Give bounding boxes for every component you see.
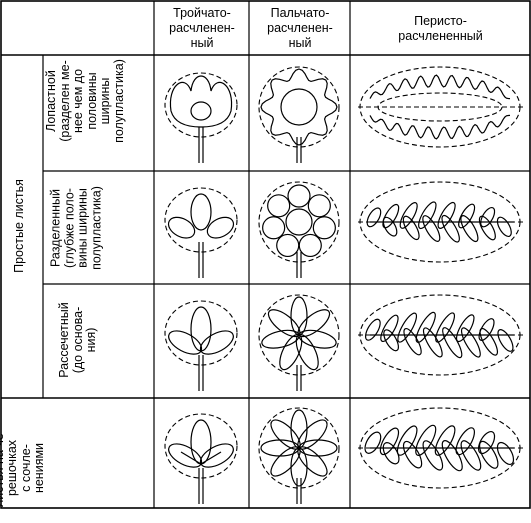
palmate-lobe-parted-3 [298,233,322,258]
palmate-leaflet-dissected-2 [298,329,337,349]
table-grid [0,0,531,509]
row-label-lobed: Лопастной (разделен ме- нее чем до полов… [44,59,126,143]
palmate-leaflet-dissected-6 [267,309,301,338]
palmate-center-parted [285,208,313,236]
column-header-palmate: Пальчато- расчленен- ный [267,6,333,50]
palmate-outline-parted [258,181,340,263]
pinnate-leaflet-parted-4-top [437,201,456,229]
pinnate-leaflet-compound-5-top [455,427,476,456]
pinnate-leaflet-compound-4-bottom [460,440,482,471]
pinnate-leaflet-parted-6-top [480,206,496,228]
pinnate-leaflet-parted-1-bottom [402,215,420,241]
ternate-outline-dissected [164,300,238,366]
pinnate-leaflet-parted-4-bottom [460,215,479,243]
palmate-outline-lobed [258,66,340,148]
pinnate-edge-lobed-top [369,74,511,100]
palmate-lobe-parted-4 [276,233,300,258]
palmate-blade-lobed [260,68,338,146]
pinnate-edge-lobed-bottom [369,114,511,140]
pinnate-leaflet-dissected-4-bottom [460,327,481,358]
leaf-division-diagram: Тройчато- расчленен- ный Пальчато- расчл… [0,0,531,509]
ternate-leaflet-compound-2 [199,443,234,468]
pinnate-leaflet-dissected-1-bottom [403,327,422,356]
ternate-stalk-compound [200,451,222,465]
ternate-leaflet-dissected-2 [199,330,234,355]
palmate-lobe-parted-5 [262,216,286,240]
row-label-parted: Разделенный (глубже поло- вины ширины по… [48,186,104,270]
pinnate-leaflet-compound-2-top [396,425,418,456]
ternate-outline-parted [164,187,238,253]
row-label-dissected: Рассечетный (до основа- ния) [57,302,98,378]
pinnate-leaflet-parted-3-bottom [441,214,460,243]
pinnate-leaflet-parted-5-top [458,203,476,229]
pinnate-leaflet-compound-1-bottom [402,440,423,469]
pinnate-leaflet-dissected-2-top [397,312,418,343]
pinnate-leaflet-dissected-6-bottom [497,329,514,352]
pinnate-leaflet-parted-0-top [366,207,382,228]
row-label-compound: Сложные листья на че- решочках с сочле- … [0,429,46,507]
pinnate-leaflet-compound-2-bottom [422,440,444,471]
pinnate-leaflet-compound-6-bottom [496,441,515,465]
pinnate-leaflet-parted-2-bottom [422,215,441,242]
ternate-leaflet-dissected-1 [168,330,203,355]
ternate-outline-compound [164,413,238,479]
pinnate-leaflet-dissected-3-top [415,311,436,343]
ternate-blade-lobed [169,75,233,128]
pinnate-leaflet-parted-1-top [382,203,400,229]
pinnate-leaflet-compound-0-bottom [382,442,400,465]
pinnate-leaflet-dissected-5-top [455,314,475,343]
pinnate-leaflet-parted-3-top [418,201,437,230]
palmate-leaflet-compound-7 [270,419,301,450]
pinnate-leaflet-compound-6-top [477,431,496,455]
pinnate-leaflet-compound-3-top [415,424,437,456]
column-header-pinnate: Перисто- расчлененный [398,14,483,43]
ternate-outline-lobed [164,72,238,138]
palmate-lobe-parted-0 [287,184,311,208]
ternate-leaflet-compound-0 [190,419,212,465]
pinnate-inner-lobed [377,92,503,122]
ternate-leaflet-parted-2 [206,216,235,239]
ternate-leaflet-parted-0 [190,193,212,231]
palmate-outline-dissected [258,294,340,376]
palmate-leaflet-compound-6 [260,439,300,457]
pinnate-leaflet-compound-4-top [434,425,456,456]
pinnate-leaflet-dissected-0-top [364,318,381,341]
ternate-leaflet-compound-1 [168,443,203,468]
pinnate-leaflet-dissected-1-top [380,314,399,343]
pinnate-leaflet-parted-5-bottom [478,215,496,241]
palmate-lobe-parted-6 [267,194,291,218]
ternate-center-lobed [190,101,212,121]
ternate-leaflet-parted-1 [167,216,196,239]
pinnate-leaflet-compound-1-top [379,427,400,456]
palmate-outline-compound [258,407,340,489]
pinnate-leaflet-compound-5-bottom [478,440,499,469]
palmate-center-lobed [280,88,318,126]
pinnate-leaflet-parted-2-top [399,202,418,229]
pinnate-leaflet-dissected-4-top [435,312,456,343]
palmate-lobe-parted-2 [312,216,336,240]
palmate-lobe-parted-1 [307,194,331,218]
pinnate-leaflet-dissected-6-top [478,318,495,341]
pinnate-leaflet-parted-6-bottom [496,216,512,238]
pinnate-leaflet-dissected-2-bottom [422,327,443,358]
ternate-leaflet-dissected-0 [190,306,212,352]
pinnate-leaflet-compound-3-bottom [441,440,463,472]
column-header-ternate: Тройчато- расчленен- ный [169,6,235,50]
group-label-simple-leaves: Простые листья [12,179,26,273]
pinnate-leaflet-compound-0-top [364,431,382,454]
ternate-stalk-compound [180,451,202,465]
pinnate-leaflet-dissected-0-bottom [383,329,400,352]
